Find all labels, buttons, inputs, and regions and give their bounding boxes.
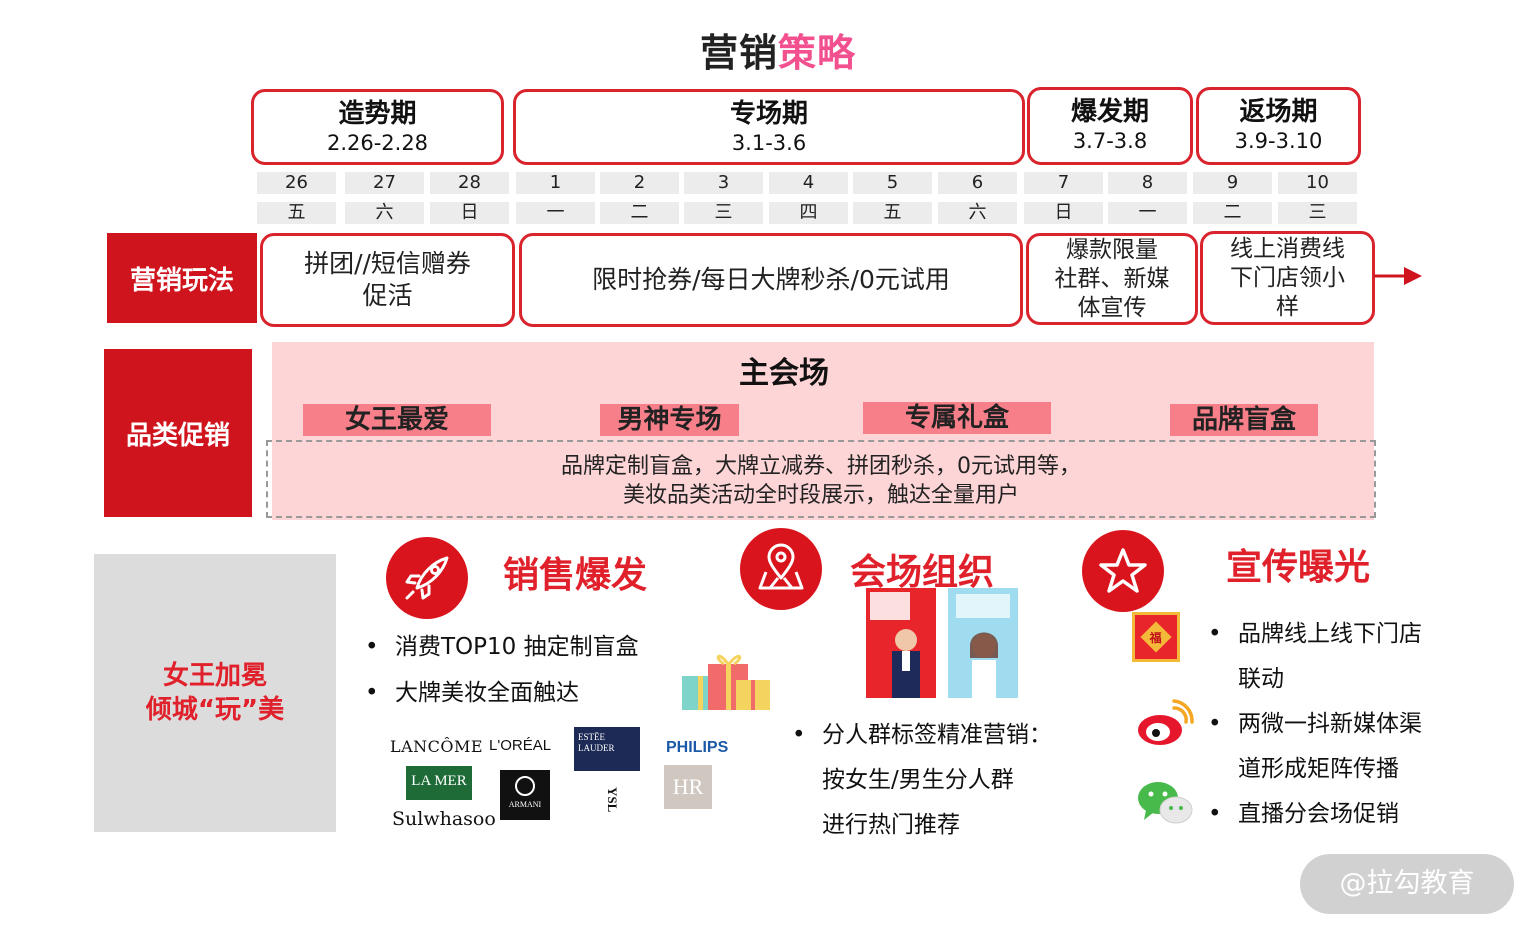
label-category-promo: 品类促销 <box>104 349 252 517</box>
date-cell: 2 <box>600 172 679 194</box>
date-cell: 1 <box>516 172 595 194</box>
tag-exclusive-giftbox: 专属礼盒 <box>863 402 1051 434</box>
play-box-buildup: 拼团//短信赠券促活 <box>260 233 515 327</box>
date-cell: 27 <box>345 172 424 194</box>
sales-bullet-2: •大牌美妆全面触达 <box>365 680 579 706</box>
weekday-cell: 六 <box>345 202 424 224</box>
page-title: 营销策略 <box>699 31 857 75</box>
rocket-icon <box>386 537 468 619</box>
label-marketing-play: 营销玩法 <box>107 233 257 323</box>
play-box-special: 限时抢券/每日大牌秒杀/0元试用 <box>519 233 1023 327</box>
venue-bullet: •分人群标签精准营销： 按女生/男生分人群 进行热门推荐 <box>792 722 1052 838</box>
star-icon <box>1082 530 1164 612</box>
weekday-cell: 四 <box>769 202 848 224</box>
gift-box-icon <box>682 654 770 710</box>
tag-gentleman-special: 男神专场 <box>600 404 739 436</box>
map-pin-icon <box>740 528 822 610</box>
logo-armani: ARMANI <box>500 770 550 820</box>
logo-ysl: YSL <box>605 787 620 813</box>
weekday-cell: 五 <box>257 202 336 224</box>
weekday-cell: 一 <box>516 202 595 224</box>
promo-exposure-title: 宣传曝光 <box>1226 547 1371 588</box>
logo-lancome: LANCÔME <box>390 737 484 756</box>
date-cell: 28 <box>430 172 509 194</box>
queen-campaign-box: 女王加冕倾城“玩”美 <box>94 554 336 832</box>
date-cell: 8 <box>1108 172 1187 194</box>
logo-sulwhasoo: Sulwhasoo <box>392 808 496 830</box>
date-cell: 6 <box>938 172 1017 194</box>
weekday-cell: 三 <box>1278 202 1357 224</box>
logo-estee-lauder: ESTĒE LAUDER <box>574 727 640 771</box>
phase-outbreak: 爆发期 3.7-3.8 <box>1027 87 1193 165</box>
logo-loreal: L'ORÉAL <box>489 737 552 754</box>
weekday-cell: 一 <box>1108 202 1187 224</box>
weibo-icon <box>1138 699 1194 745</box>
logo-lamer: LA MER <box>406 766 472 800</box>
weekday-cell: 六 <box>938 202 1017 224</box>
sales-burst-title: 销售爆发 <box>503 555 648 596</box>
date-cell: 5 <box>853 172 932 194</box>
weekday-cell: 日 <box>1024 202 1103 224</box>
date-cell: 4 <box>769 172 848 194</box>
promo-bullets: •品牌线上线下门店 联动 •两微一抖新媒体渠 道形成矩阵传播 •直播分会场促销 <box>1208 621 1422 827</box>
date-cell: 26 <box>257 172 336 194</box>
sales-bullet-1: •消费TOP10 抽定制盲盒 <box>365 634 639 660</box>
wechat-icon <box>1138 782 1193 824</box>
date-cell: 9 <box>1193 172 1272 194</box>
phase-return: 返场期 3.9-3.10 <box>1196 87 1361 165</box>
weekday-cell: 二 <box>600 202 679 224</box>
female-poster-image <box>948 588 1018 698</box>
timeline-arrow-icon <box>1374 267 1422 285</box>
logo-philips: PHILIPS <box>666 739 729 756</box>
weekday-cell: 五 <box>853 202 932 224</box>
logo-hr: HR <box>664 765 712 809</box>
weekday-cell: 三 <box>684 202 763 224</box>
male-poster-image <box>866 588 936 698</box>
date-cell: 7 <box>1024 172 1103 194</box>
phase-special: 专场期 3.1-3.6 <box>513 89 1025 165</box>
date-cell: 3 <box>684 172 763 194</box>
date-cell: 10 <box>1278 172 1357 194</box>
main-venue-title: 主会场 <box>739 356 829 391</box>
play-box-outbreak: 爆款限量社群、新媒体宣传 <box>1026 233 1198 325</box>
watermark: @拉勾教育 <box>1300 854 1514 914</box>
fu-store-icon: 福 <box>1132 612 1180 662</box>
venue-org-title: 会场组织 <box>850 552 995 593</box>
main-venue-description: 品牌定制盲盒，大牌立减券、拼团秒杀，0元试用等， 美妆品类活动全时段展示，触达全… <box>266 440 1376 518</box>
weekday-cell: 日 <box>430 202 509 224</box>
phase-buildup: 造势期 2.26-2.28 <box>251 89 504 165</box>
tag-brand-blindbox: 品牌盲盒 <box>1170 404 1318 436</box>
play-box-return: 线上消费线下门店领小样 <box>1200 231 1375 325</box>
weekday-cell: 二 <box>1193 202 1272 224</box>
tag-queen-favorite: 女王最爱 <box>303 404 491 436</box>
